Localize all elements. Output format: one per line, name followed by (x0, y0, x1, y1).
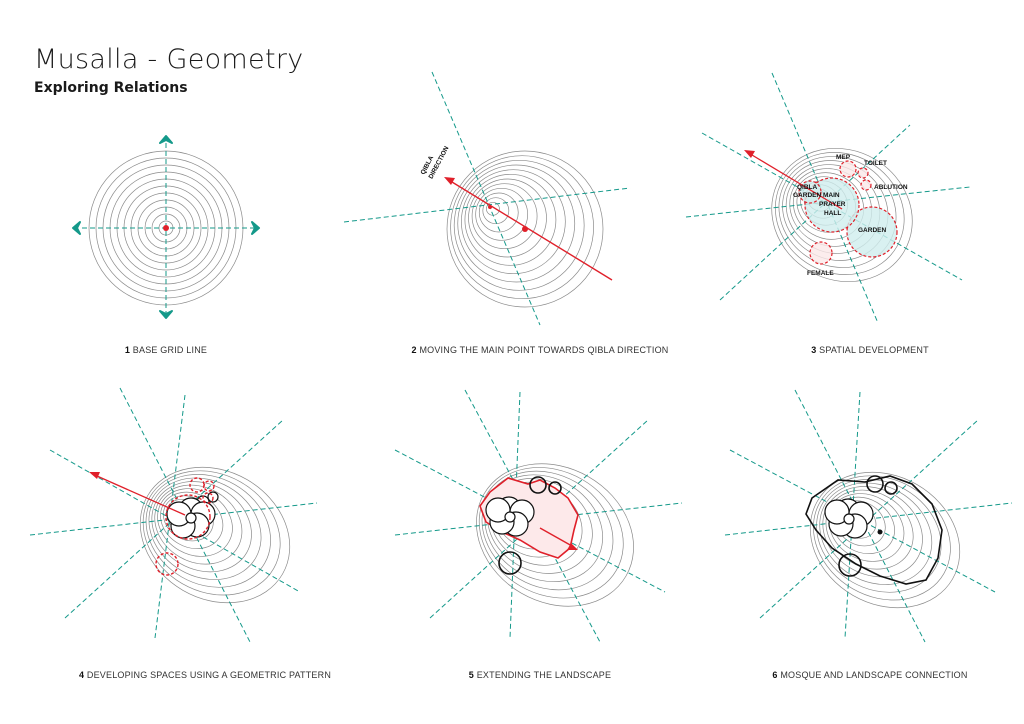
qibla-arrow-icon (744, 150, 755, 158)
chevron-up-icon (159, 135, 173, 144)
shifted-rings (139, 466, 291, 604)
panel-5-diagram (394, 389, 683, 643)
grid-axis-b (343, 187, 631, 223)
ablution-label: ABLUTION (874, 184, 908, 191)
panel-5-caption: 5 EXTENDING THE LANDSCAPE (468, 670, 612, 680)
panel-4-caption: 4 DEVELOPING SPACES USING A GEOMETRIC PA… (78, 670, 332, 680)
panel-2-diagram: QIBLA DIRECTION (343, 71, 631, 326)
qibla-arrow-icon (444, 177, 455, 185)
hall-label: HALL (824, 210, 841, 217)
page-subtitle: Exploring Relations (34, 80, 188, 96)
red-space-circles (155, 477, 215, 576)
panel-4-diagram (29, 387, 318, 643)
qibla-direction-line (96, 475, 186, 516)
qibla-point (877, 529, 883, 535)
panel-3-diagram: MEP TOILET ABLUTION QIBLA GARDEN MAIN PR… (685, 72, 971, 324)
page-title: Musalla - Geometry (34, 44, 304, 75)
panel-1-caption: 1 BASE GRID LINE (124, 345, 208, 355)
qibla-arrow-icon (89, 472, 100, 479)
female-label: FEMALE (807, 270, 834, 277)
grid-axis-a (431, 71, 541, 326)
garden-label: GARDEN (858, 227, 886, 234)
panel-3-caption: 3 SPATIAL DEVELOPMENT (811, 345, 929, 355)
shifted-rings (446, 150, 604, 308)
main-point (163, 225, 169, 231)
qibla-direction-line (451, 181, 613, 281)
toilet-bubble (857, 167, 869, 179)
main-label: MAIN (823, 192, 840, 199)
garden-bubble (846, 206, 898, 258)
panel-6-diagram (724, 389, 1013, 643)
mep-bubble (839, 160, 857, 178)
mosque-rosette (485, 476, 562, 575)
panel-2-caption: 2 MOVING THE MAIN POINT TOWARDS QIBLA DI… (411, 345, 669, 355)
chevron-down-icon (159, 310, 173, 319)
space-bubbles (798, 160, 898, 265)
ablution-bubble (860, 179, 872, 191)
qibla-point (488, 205, 492, 209)
toilet-label: TOILET (864, 160, 887, 167)
shifted-rings (809, 471, 961, 609)
qibla-arrow-icon (567, 543, 578, 550)
chevron-right-icon (251, 221, 260, 235)
panel-1-diagram (72, 135, 260, 319)
prayer-label: PRAYER (819, 201, 846, 208)
qibla-direction-line (751, 154, 843, 210)
mosque-rosette (824, 475, 898, 577)
qibla-direction-line (539, 527, 573, 547)
female-bubble (809, 241, 833, 265)
main-point (522, 226, 528, 232)
chevron-left-icon (72, 221, 81, 235)
qibla-garden-label-2: GARDEN (793, 192, 821, 199)
panel-6-caption: 6 MOSQUE AND LANDSCAPE CONNECTION (772, 670, 968, 680)
mep-label: MEP (836, 154, 851, 161)
qibla-garden-label-1: QIBLA (797, 184, 818, 191)
landscape-outline (805, 475, 943, 585)
